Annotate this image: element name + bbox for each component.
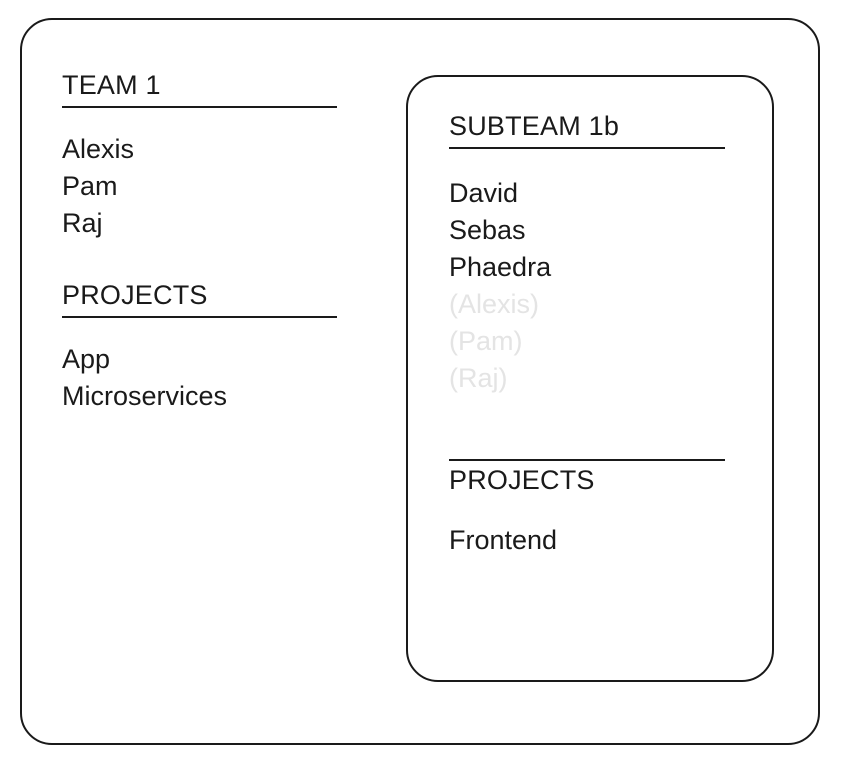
spacer — [449, 149, 739, 175]
team-project-item: Microservices — [62, 381, 228, 411]
team-heading-rule — [62, 106, 337, 108]
team-heading: TEAM 1 — [62, 70, 161, 100]
subteam-container: SUBTEAM 1b David Sebas Phaedra (Alexis) … — [406, 75, 774, 682]
subteam-member-item: Phaedra — [449, 252, 552, 282]
subteam-member-list: David Sebas Phaedra (Alexis) (Pam) (Raj) — [449, 175, 739, 397]
subteam-inherited-member-item: (Alexis) — [449, 289, 540, 319]
subteam-heading-rule — [449, 147, 725, 149]
team-container: TEAM 1 Alexis Pam Raj PROJECTS App Micro… — [20, 18, 820, 745]
subteam-panel: SUBTEAM 1b David Sebas Phaedra (Alexis) … — [449, 109, 739, 559]
subteam-project-item: Frontend — [449, 525, 558, 555]
subteam-member-item: David — [449, 178, 519, 208]
subteam-projects-heading-section: PROJECTS — [449, 459, 739, 497]
spacer — [62, 318, 382, 341]
subteam-heading: SUBTEAM 1b — [449, 111, 620, 141]
team-projects-heading-section: PROJECTS — [62, 278, 382, 318]
subteam-member-item: Sebas — [449, 215, 526, 245]
subteam-projects-heading: PROJECTS — [449, 465, 595, 495]
team-panel: TEAM 1 Alexis Pam Raj PROJECTS App Micro… — [62, 68, 382, 415]
spacer — [449, 397, 739, 459]
team-member-item: Alexis — [62, 134, 135, 164]
team-heading-section: TEAM 1 — [62, 68, 382, 108]
team-member-item: Raj — [62, 208, 103, 238]
team-member-list: Alexis Pam Raj — [62, 131, 382, 242]
spacer — [449, 497, 739, 522]
team-project-item: App — [62, 344, 111, 374]
subteam-inherited-member-item: (Pam) — [449, 326, 523, 356]
team-member-item: Pam — [62, 171, 118, 201]
subteam-inherited-member-item: (Raj) — [449, 363, 508, 393]
team-projects-heading: PROJECTS — [62, 280, 208, 310]
subteam-heading-section: SUBTEAM 1b — [449, 109, 739, 149]
team-projects-rule — [62, 316, 337, 318]
team-project-list: App Microservices — [62, 341, 382, 415]
spacer — [62, 108, 382, 131]
subteam-projects-rule — [449, 459, 725, 461]
subteam-project-list: Frontend — [449, 522, 739, 559]
spacer — [62, 242, 382, 278]
